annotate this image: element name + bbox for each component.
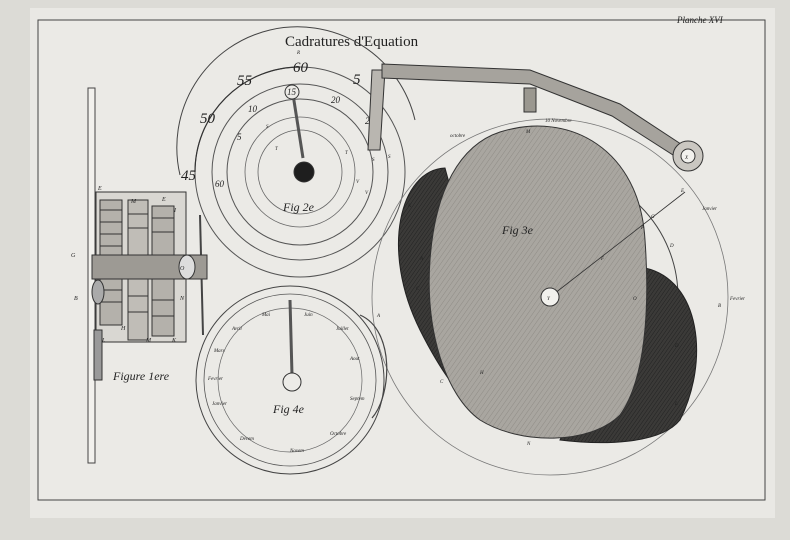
fig3-point-label: G — [651, 215, 655, 220]
fig3-outer-circle — [371, 118, 729, 476]
fig4-month: Avril — [231, 327, 242, 332]
fig3-caption: Fig 3e — [501, 223, 534, 237]
fig3-month: octobre — [450, 134, 466, 139]
fig1-label: M — [130, 199, 137, 205]
fig3-month: 10 Novembre — [545, 119, 572, 124]
fig3-point-label: K — [407, 204, 412, 209]
fig4-month: Juin — [304, 313, 313, 318]
fig1-gear-stack — [91, 199, 208, 381]
fig4-hand — [288, 299, 294, 376]
fig4-month: Fevrier — [207, 377, 223, 382]
figure-3-equation-cam: Fig 3e octobre 10 Novembre Janvier Fevri… — [371, 118, 745, 476]
fig2-hand-tip — [284, 84, 300, 100]
fig2-pivot — [293, 161, 315, 183]
fig1-label: E — [97, 186, 102, 192]
fig1-label: M — [145, 338, 152, 344]
fig2-letter: V — [356, 180, 360, 185]
fig3-point-label: E — [680, 189, 684, 194]
fig2-outer-number: 50 — [200, 111, 216, 127]
fig2-caption: Fig 2e — [282, 200, 315, 214]
fig1-label: H — [120, 326, 126, 332]
fig3-month: Fevrier — [729, 297, 745, 302]
fig2-outer-number: 60 — [293, 60, 309, 76]
fig2-letter: R — [296, 51, 300, 56]
fig3-point-label: D — [669, 244, 674, 249]
fig1-label: O — [180, 266, 185, 272]
fig2-inner-number: 20 — [331, 95, 341, 105]
fig3-point-label: X — [684, 156, 689, 161]
fig4-pivot — [282, 372, 302, 392]
fig2-letter: S — [388, 155, 391, 160]
fig4-caption: Fig 4e — [272, 402, 305, 416]
fig2-inner-number: 5 — [237, 132, 242, 142]
fig4-month: Octobre — [330, 432, 347, 437]
fig3-point-label: F — [600, 257, 605, 262]
fig2-inner-number: 60 — [215, 179, 225, 189]
fig4-month: Juillet — [336, 327, 349, 332]
fig3-point-label: L — [674, 402, 678, 407]
fig3-cam-plate — [428, 125, 648, 439]
fig2-scale-arc — [194, 66, 301, 173]
fig2-inner-number: 10 — [248, 104, 258, 114]
fig3-point-label: A — [376, 314, 381, 319]
fig4-outer-circle — [195, 285, 385, 475]
figure-1-mechanism: E M E I G B O N L M K H Figure 1ere — [71, 87, 208, 464]
fig1-label: G — [71, 253, 76, 259]
fig4-month: Mars — [213, 349, 225, 354]
fig3-point-label: Y — [547, 297, 551, 302]
fig1-caption: Figure 1ere — [112, 369, 170, 383]
fig2-letter: T — [345, 151, 349, 156]
fig1-label: K — [171, 338, 177, 344]
fig2-outer-number: 55 — [237, 73, 253, 89]
figure-2-dial: 45 50 55 60 5 15 10 5 60 20 25 R S T V S… — [176, 26, 416, 278]
fig2-outer-number: 5 — [353, 72, 361, 88]
fig2-letter: S — [372, 158, 375, 163]
fig1-label: N — [179, 296, 185, 302]
fig4-month: Aout — [349, 357, 360, 362]
fig4-month: Janvier — [212, 402, 227, 407]
plate-number: Planche XVI — [676, 15, 724, 25]
fig3-point-label: P — [640, 226, 644, 231]
fig3-point-label: D — [674, 344, 679, 349]
fig2-letter: T — [275, 147, 279, 152]
figure-4-month-dial: Janvier Fevrier Mars Avril Mai Juin Juil… — [195, 285, 388, 475]
fig3-point-label: A — [419, 257, 424, 262]
fig3-month: Janvier — [702, 207, 717, 212]
fig1-label: I — [173, 208, 177, 214]
equation-rack-lever — [367, 63, 704, 172]
fig2-inner-number: 15 — [287, 87, 297, 97]
fig3-point-label: B — [718, 304, 721, 309]
fig4-month: Mai — [261, 313, 271, 318]
fig4-month: Decem — [239, 437, 254, 442]
fig2-hand — [290, 87, 305, 159]
fig3-point-label: C — [440, 380, 444, 385]
fig4-month: Septem — [350, 397, 365, 402]
fig3-point-label: N — [526, 442, 531, 447]
fig1-label: E — [161, 197, 166, 203]
fig2-letter: S — [266, 125, 269, 130]
fig2-letter: V — [365, 191, 369, 196]
fig3-point-label: H — [479, 371, 484, 376]
plate-title: Cadratures d'Equation — [285, 34, 419, 50]
fig1-label: L — [101, 338, 106, 344]
fig3-center-pivot — [540, 287, 560, 307]
fig2-outer-number: 45 — [181, 168, 197, 184]
fig1-label: B — [74, 296, 78, 302]
fig3-point-label: M — [525, 130, 531, 135]
fig3-point-label: C — [416, 287, 420, 292]
toothed-rack — [367, 69, 386, 151]
fig3-point-label: O — [633, 297, 637, 302]
fig4-month: Novem — [289, 449, 304, 454]
